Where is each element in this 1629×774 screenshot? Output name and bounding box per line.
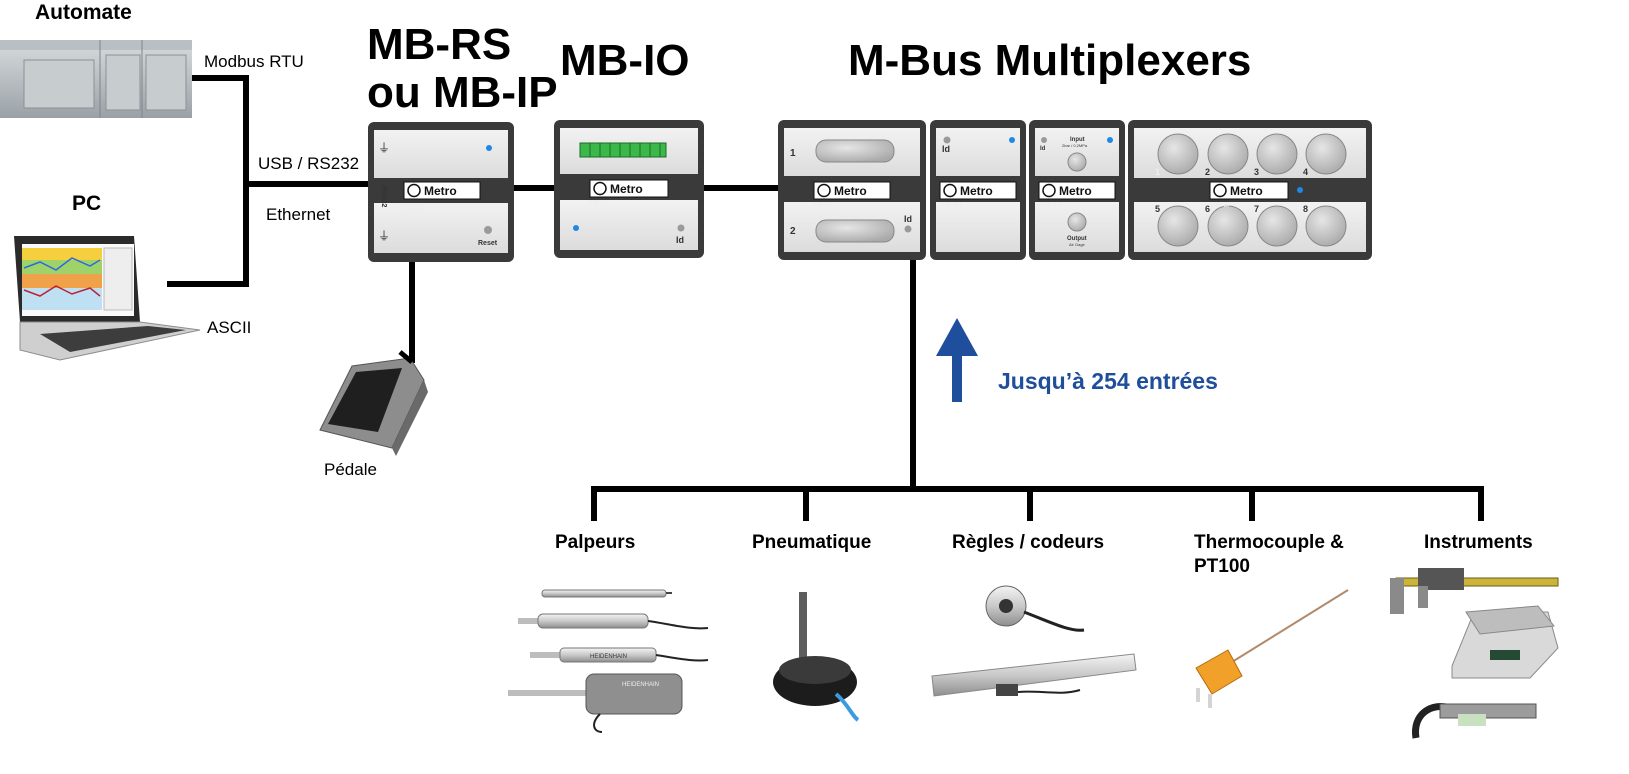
mbag-input: Input <box>1070 137 1085 143</box>
mb8i-port-4: 4 <box>1303 167 1308 177</box>
pedal-image <box>319 350 428 456</box>
plc-image <box>0 40 192 118</box>
mbio-title: MB-IO <box>560 36 690 85</box>
mb2s-device: 1 2 Id Metro MB-2S <box>778 120 926 260</box>
category-instruments: Instruments <box>1424 532 1533 553</box>
modbus-label: Modbus RTU <box>204 52 304 71</box>
mbag-brand: Metro <box>1059 184 1092 198</box>
mb8i-port-8: 8 <box>1303 204 1308 214</box>
category-pneumatique: Pneumatique <box>752 532 872 553</box>
mbio-id: Id <box>676 235 684 245</box>
pedal-label: Pédale <box>324 460 377 479</box>
mb8i-port-6: 6 <box>1205 204 1210 214</box>
mb8i-brand: Metro <box>1230 184 1263 198</box>
ascii-label: ASCII <box>207 318 252 337</box>
mbrs-side-label: RS232 <box>380 186 387 208</box>
mbag-device: Id Input 2bar / 0.2MPa Output Air Gage M… <box>1029 120 1125 260</box>
mbag-input-sub: 2bar / 0.2MPa <box>1062 143 1088 148</box>
category-thermocouple-line2: PT100 <box>1194 556 1250 577</box>
heidenhain-text-1: HEIDENHAIN <box>590 654 627 660</box>
mbio-device: Metro MB-IO Id <box>554 120 704 258</box>
mbag-output-sub: Air Gage <box>1069 242 1086 247</box>
laptop-image <box>14 236 201 361</box>
mb8i-model: MB-8I <box>1210 202 1229 209</box>
probes-image: HEIDENHAIN HEIDENHAIN <box>508 589 709 733</box>
caliper-image <box>1390 568 1559 614</box>
mb2s-model: MB-2S <box>812 202 834 209</box>
pc-label: PC <box>72 192 102 215</box>
mbrs-title-line2: ou MB-IP <box>367 68 558 117</box>
mbag-model: MB-AG <box>1039 202 1063 209</box>
mbrs-model: MB-RS <box>402 204 425 211</box>
mb2s-id: Id <box>904 214 912 224</box>
balance-image <box>1451 605 1559 679</box>
mb8i-port-7: 7 <box>1254 204 1259 214</box>
mbbt-brand: Metro <box>960 184 993 198</box>
mb8i-port-5: 5 <box>1155 204 1160 214</box>
heidenhain-text-2: HEIDENHAIN <box>622 682 659 688</box>
usb-label: USB / RS232 <box>258 154 360 173</box>
arrow-up-icon <box>936 318 978 402</box>
mbrs-device: Metro MB-RS Reset RS232 ⏚ ⏚ <box>368 122 514 262</box>
category-regles: Règles / codeurs <box>952 532 1105 553</box>
mbio-brand: Metro <box>610 182 643 196</box>
mbrs-reset-label: Reset <box>478 240 498 247</box>
mb8i-port-1: 1 <box>1155 167 1160 177</box>
capacity-label: Jusqu’à 254 entrées <box>998 368 1218 394</box>
mbrs-brand: Metro <box>424 184 457 198</box>
mb2s-port2: 2 <box>790 226 796 237</box>
automate-label: Automate <box>35 1 132 24</box>
mbio-model: MB-IO <box>588 200 609 207</box>
mb2s-brand: Metro <box>834 184 867 198</box>
mbag-output: Output <box>1067 236 1087 242</box>
mbbt-id: Id <box>942 144 950 154</box>
mbag-id: Id <box>1040 146 1046 152</box>
micrometer-image <box>1412 703 1537 739</box>
category-palpeurs: Palpeurs <box>555 532 636 553</box>
mbbt-device: Id Metro MB-BT <box>930 120 1026 260</box>
ethernet-label: Ethernet <box>266 205 331 224</box>
air-gauge-image <box>773 592 860 722</box>
mb8i-port-3: 3 <box>1254 167 1259 177</box>
thermocouple-image <box>1195 589 1349 708</box>
connection-lines <box>167 75 1484 521</box>
mbus-title: M-Bus Multiplexers <box>848 36 1252 85</box>
mb2s-port1: 1 <box>790 148 796 159</box>
encoder-image <box>985 585 1085 632</box>
mbrs-title-line1: MB-RS <box>367 20 512 69</box>
usb-icon: ⏚ <box>378 141 390 155</box>
linear-scale-image <box>931 653 1137 697</box>
category-thermocouple: Thermocouple & <box>1194 532 1344 553</box>
usb-port-icon: ⏚ <box>378 229 390 243</box>
mb8i-device: 1 2 3 4 5 6 7 8 Metro MB-8I <box>1128 120 1372 260</box>
mbbt-model: MB-BT <box>940 202 963 209</box>
mb8i-port-2: 2 <box>1205 167 1210 177</box>
